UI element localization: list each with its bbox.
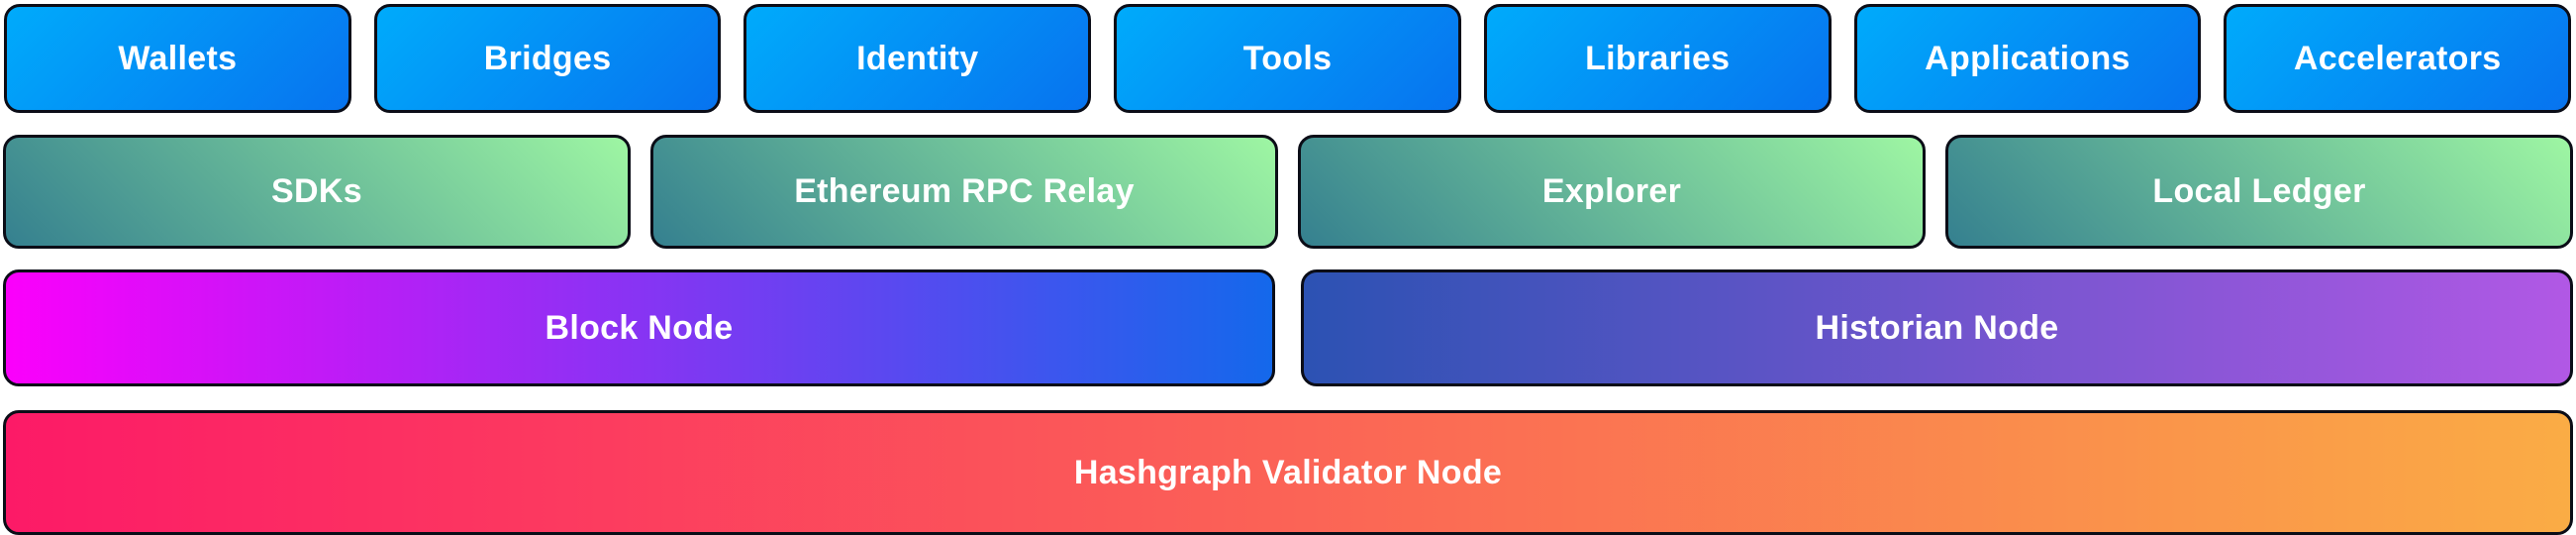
- layer-row-tooling: SDKs Ethereum RPC Relay Explorer Local Ledg…: [3, 135, 2573, 249]
- box-label: Historian Node: [1815, 308, 2059, 347]
- box-tools: Tools: [1114, 4, 1461, 113]
- box-label: Hashgraph Validator Node: [1073, 453, 1503, 491]
- box-label: SDKs: [271, 172, 362, 210]
- layer-row-consensus: Hashgraph Validator Node: [3, 410, 2573, 535]
- box-label: Accelerators: [2293, 39, 2502, 77]
- box-label: Wallets: [118, 39, 238, 77]
- box-label: Ethereum RPC Relay: [794, 172, 1135, 210]
- box-bridges: Bridges: [373, 4, 722, 113]
- box-accelerators: Accelerators: [2224, 4, 2572, 113]
- box-historian-node: Historian Node: [1301, 269, 2573, 386]
- box-applications: Applications: [1853, 4, 2202, 113]
- box-label: Tools: [1242, 39, 1333, 77]
- box-explorer: Explorer: [1298, 135, 1926, 249]
- box-label: Applications: [1925, 39, 2130, 77]
- box-sdks: SDKs: [3, 135, 631, 249]
- box-libraries: Libraries: [1483, 4, 1832, 113]
- box-ethereum-rpc-relay: Ethereum RPC Relay: [650, 135, 1278, 249]
- box-label: Libraries: [1585, 39, 1731, 77]
- box-block-node: Block Node: [3, 269, 1275, 386]
- box-label: Explorer: [1541, 172, 1682, 210]
- box-label: Local Ledger: [2152, 172, 2366, 210]
- box-wallets: Wallets: [4, 4, 351, 113]
- box-identity: Identity: [743, 4, 1092, 113]
- box-label: Bridges: [483, 39, 612, 77]
- layer-row-ecosystem: Wallets Bridges Identity Tools Libraries Appl…: [4, 4, 2572, 113]
- layer-row-nodes: Block Node Historian Node: [3, 269, 2573, 386]
- box-hashgraph-validator-node: Hashgraph Validator Node: [3, 410, 2573, 535]
- box-label: Identity: [856, 39, 979, 77]
- box-label: Block Node: [545, 308, 734, 347]
- box-local-ledger: Local Ledger: [1945, 135, 2573, 249]
